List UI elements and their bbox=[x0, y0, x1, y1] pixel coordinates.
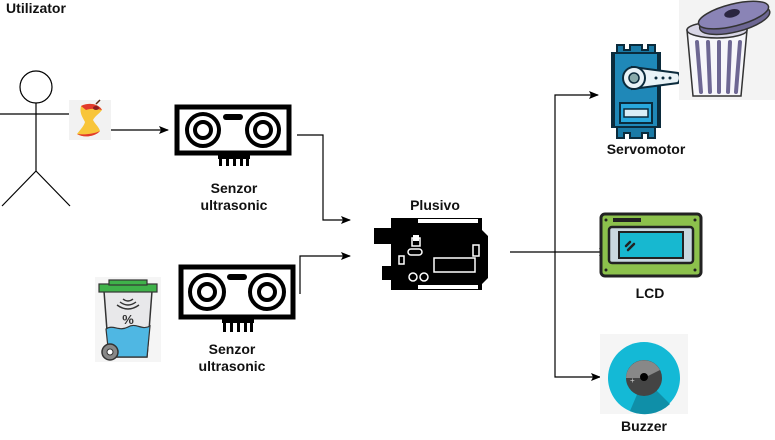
lcd-label: LCD bbox=[635, 285, 665, 301]
servo-label: Servomotor bbox=[606, 141, 686, 157]
sensor-top-label-line1: Senzor bbox=[210, 180, 258, 196]
edge-sensor-bottom-to-controller bbox=[299, 252, 351, 294]
servomotor-icon bbox=[611, 44, 681, 139]
bin-percent-symbol: % bbox=[122, 312, 134, 327]
sensor-bottom-label: Senzor ultrasonic bbox=[172, 341, 292, 375]
controller-label: Plusivo bbox=[410, 197, 460, 213]
sensor-top-label-line2: ultrasonic bbox=[200, 197, 268, 213]
sensor-top-label: Senzor ultrasonic bbox=[174, 180, 294, 214]
lcd-display-icon bbox=[599, 212, 703, 278]
ultrasonic-sensor-top-icon bbox=[174, 104, 292, 166]
edge-controller-to-buzzer bbox=[554, 252, 601, 381]
apple-core-icon bbox=[69, 99, 111, 140]
sensor-bottom-label-line1: Senzor bbox=[208, 341, 256, 357]
buzzer-icon: + bbox=[600, 334, 688, 415]
ultrasonic-sensor-bottom-icon bbox=[178, 264, 296, 332]
user-label: Utilizator bbox=[6, 0, 66, 16]
edge-controller-to-servo bbox=[554, 91, 599, 252]
stick-figure-icon bbox=[0, 70, 71, 207]
trash-can-icon bbox=[679, 0, 775, 100]
buzzer-label: Buzzer bbox=[621, 418, 667, 434]
arduino-board-icon bbox=[374, 218, 488, 290]
svg-text:+: + bbox=[630, 376, 635, 385]
sensor-bottom-label-line2: ultrasonic bbox=[198, 358, 266, 374]
smart-bin-icon: % bbox=[95, 277, 161, 362]
edge-sensor-top-to-controller bbox=[297, 134, 351, 224]
